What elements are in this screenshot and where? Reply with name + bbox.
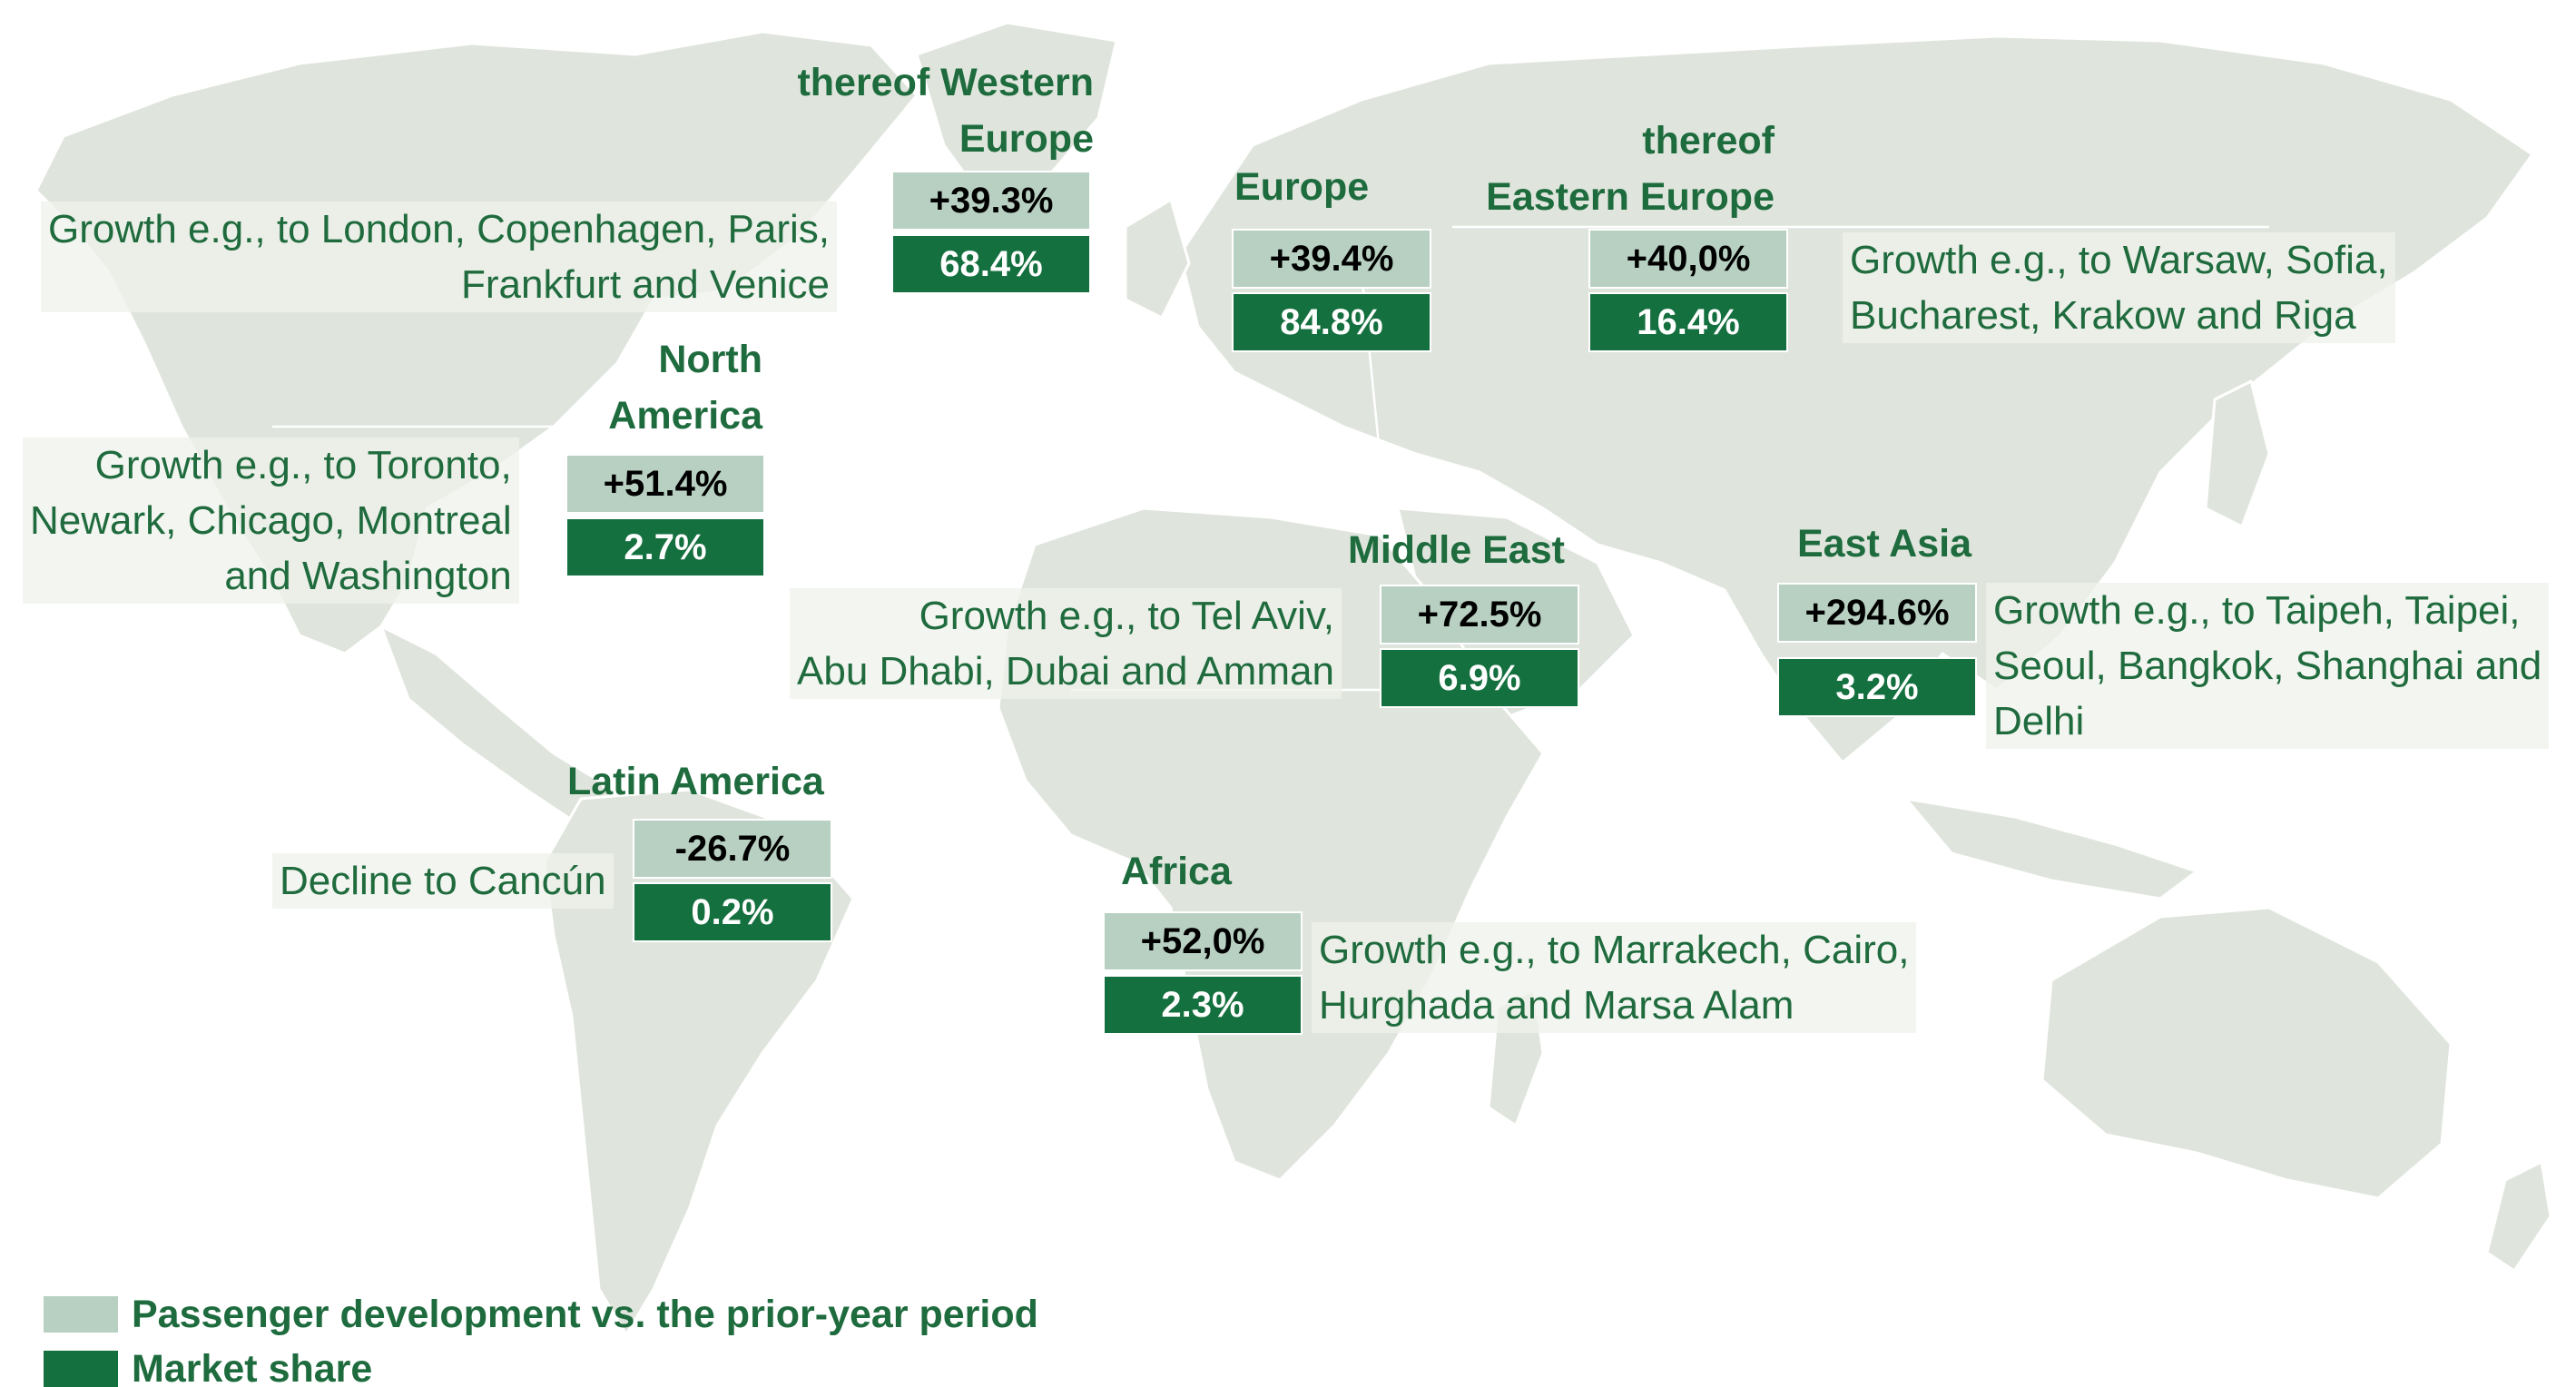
passenger-development-latin-america: -26.7% [633, 819, 832, 879]
region-title-north-america: North America [608, 338, 762, 438]
landmass-new-zealand [2485, 1160, 2552, 1273]
landmass-greenland [915, 21, 1118, 197]
legend-label-market-share: Market share [132, 1347, 373, 1387]
region-title-middle-east: Middle East [1348, 528, 1565, 572]
route-note-latin-america: Decline to Cancún [272, 853, 614, 909]
market-share-europe: 84.8% [1232, 292, 1431, 352]
passenger-development-middle-east: +72.5% [1380, 585, 1579, 644]
legend-swatch-market-share [44, 1351, 118, 1387]
passenger-development-east-asia: +294.6% [1777, 583, 1977, 643]
passenger-development-eastern-europe: +40,0% [1588, 229, 1788, 289]
legend-label-development: Passenger development vs. the prior-year… [132, 1293, 1038, 1336]
route-note-western-europe: Growth e.g., to London, Copenhagen, Pari… [41, 202, 838, 312]
landmass-australia [2040, 906, 2453, 1200]
market-share-middle-east: 6.9% [1380, 648, 1579, 708]
market-share-western-europe: 68.4% [891, 234, 1091, 294]
region-title-western-europe: thereof Western Europe [797, 61, 1094, 162]
market-share-east-asia: 3.2% [1777, 657, 1977, 717]
route-note-north-america: Growth e.g., to Toronto, Newark, Chicago… [23, 438, 519, 604]
market-share-eastern-europe: 16.4% [1588, 292, 1788, 352]
region-title-europe: Europe [1234, 165, 1370, 209]
landmass-indonesia [1904, 797, 2198, 900]
legend-swatch-development [44, 1296, 118, 1333]
market-share-latin-america: 0.2% [633, 882, 832, 942]
landmass-british-isles [1124, 198, 1191, 320]
region-title-eastern-europe: thereof Eastern Europe [1486, 119, 1775, 220]
passenger-development-western-europe: +39.3% [891, 171, 1091, 231]
market-share-north-america: 2.7% [565, 517, 765, 577]
route-note-middle-east: Growth e.g., to Tel Aviv, Abu Dhabi, Dub… [790, 588, 1342, 699]
region-title-latin-america: Latin America [567, 760, 824, 803]
region-title-africa: Africa [1121, 850, 1232, 893]
market-share-africa: 2.3% [1103, 975, 1303, 1035]
passenger-development-europe: +39.4% [1232, 229, 1431, 289]
route-note-africa: Growth e.g., to Marrakech, Cairo, Hurgha… [1312, 922, 1917, 1033]
passenger-development-africa: +52,0% [1103, 911, 1303, 971]
route-note-eastern-europe: Growth e.g., to Warsaw, Sofia, Bucharest… [1843, 232, 2395, 343]
route-note-east-asia: Growth e.g., to Taipeh, Taipei, Seoul, B… [1986, 583, 2550, 749]
landmass-japan [2204, 379, 2271, 528]
passenger-development-north-america: +51.4% [565, 454, 765, 514]
region-title-east-asia: East Asia [1797, 522, 1972, 566]
